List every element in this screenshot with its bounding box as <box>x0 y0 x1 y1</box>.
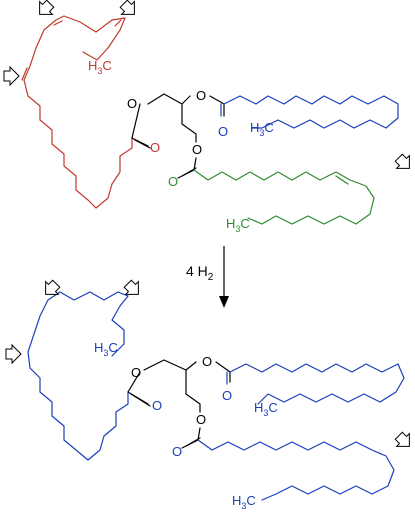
product-triglyceride: O O O O O O H3C H3C H3C <box>5 279 410 511</box>
hollow-arrow-icon <box>394 153 410 169</box>
linolenic-acid-chain <box>21 15 133 209</box>
methyl-label-green: H3C <box>226 216 250 234</box>
oxygen-label-4: O <box>218 124 228 139</box>
hollow-arrow-icon <box>119 0 135 15</box>
methyl-label-blue-3: H3C <box>232 493 256 511</box>
oxygen-label-9: O <box>202 354 212 369</box>
methyl-label-red: H3C <box>88 58 112 76</box>
oxygen-label-2: O <box>150 140 160 155</box>
methyl-label-blue-2: H3C <box>254 400 278 418</box>
oxygen-label-7: O <box>131 365 141 380</box>
red-double-bond-3 <box>21 67 28 81</box>
svg-text:H3C: H3C <box>250 120 274 138</box>
red-chain-tail <box>82 17 126 61</box>
red-double-bond-1 <box>114 19 122 27</box>
oxygen-label-10: O <box>222 388 232 403</box>
red-chain-upper <box>23 15 113 97</box>
hollow-arrow-icon <box>394 431 410 447</box>
oleic-acid-chain <box>193 169 375 225</box>
hollow-arrow-icon <box>3 65 20 87</box>
oxygen-label-6: O <box>168 174 178 189</box>
svg-text:H3C: H3C <box>254 400 278 418</box>
oxygen-label-8: O <box>152 398 162 413</box>
glycerol-backbone-2 <box>127 359 231 449</box>
reagent-label: 4 H2 <box>186 263 214 283</box>
hollow-arrow-icon <box>45 279 61 295</box>
red-chain-lower <box>27 95 133 209</box>
methyl-label-blue-top: H3C <box>250 120 274 138</box>
glycerol-backbone <box>131 93 225 179</box>
oxygen-label-11: O <box>196 412 206 427</box>
hollow-arrow-icon <box>39 0 55 15</box>
oxygen-label-12: O <box>172 444 182 459</box>
svg-text:H3C: H3C <box>226 216 250 234</box>
stearic-chain-left <box>27 291 129 461</box>
palmitic-chain-top <box>220 95 399 129</box>
hollow-arrow-icon <box>5 343 22 365</box>
palmitic-chain-bottom <box>226 363 405 405</box>
hollow-arrow-icon <box>123 279 139 295</box>
svg-text:H3C: H3C <box>88 58 112 76</box>
oxygen-label-3: O <box>196 88 206 103</box>
methyl-label-blue-1: H3C <box>94 340 118 358</box>
reaction-arrow: 4 H2 <box>186 246 229 308</box>
svg-text:H3C: H3C <box>232 493 256 511</box>
oxygen-label-5: O <box>192 142 202 157</box>
stearic-chain-bottom <box>197 439 395 501</box>
oxygen-label-1: O <box>127 96 137 111</box>
red-double-bond-2 <box>53 20 63 26</box>
reactant-triglyceride: O O O O O O H3C H3C H3C <box>3 0 410 234</box>
svg-text:H3C: H3C <box>94 340 118 358</box>
